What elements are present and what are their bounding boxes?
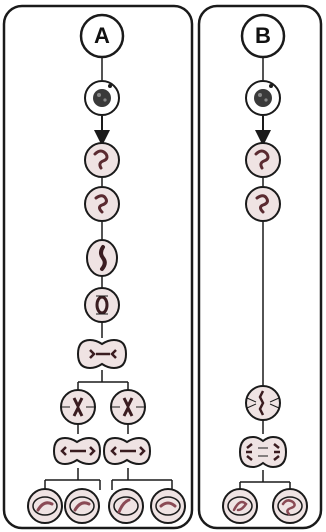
panel-a-label: A [94,23,110,48]
panel-a-frame [2,4,194,530]
daughter-cell-b1 [222,488,258,524]
daughter-cell-a2 [64,488,100,524]
metaphase-cell-b [245,385,281,421]
anaphase-cell-b [238,435,288,469]
panel-b-label: B [255,23,271,48]
daughter-cell-a1 [27,488,63,524]
anaphase-cell-a [84,287,120,323]
panel-b-frame [197,4,323,530]
prophase-late-cell-a [84,186,120,222]
daughter-cell-a3 [108,488,144,524]
metaphase-cell-a [86,239,118,277]
daughter-cell-b2 [272,488,308,524]
telophase-ii-cell-left [52,436,102,466]
metaphase-ii-cell-left [60,389,96,425]
prophase-late-cell-b [245,186,281,222]
interphase-cell-a [84,80,120,116]
telophase-cell-a [76,338,128,370]
prophase-cell-a [84,142,120,178]
interphase-cell-b [245,80,281,116]
metaphase-ii-cell-right [110,389,146,425]
prophase-cell-b [245,142,281,178]
daughter-cell-a4 [150,488,186,524]
telophase-ii-cell-right [102,436,152,466]
